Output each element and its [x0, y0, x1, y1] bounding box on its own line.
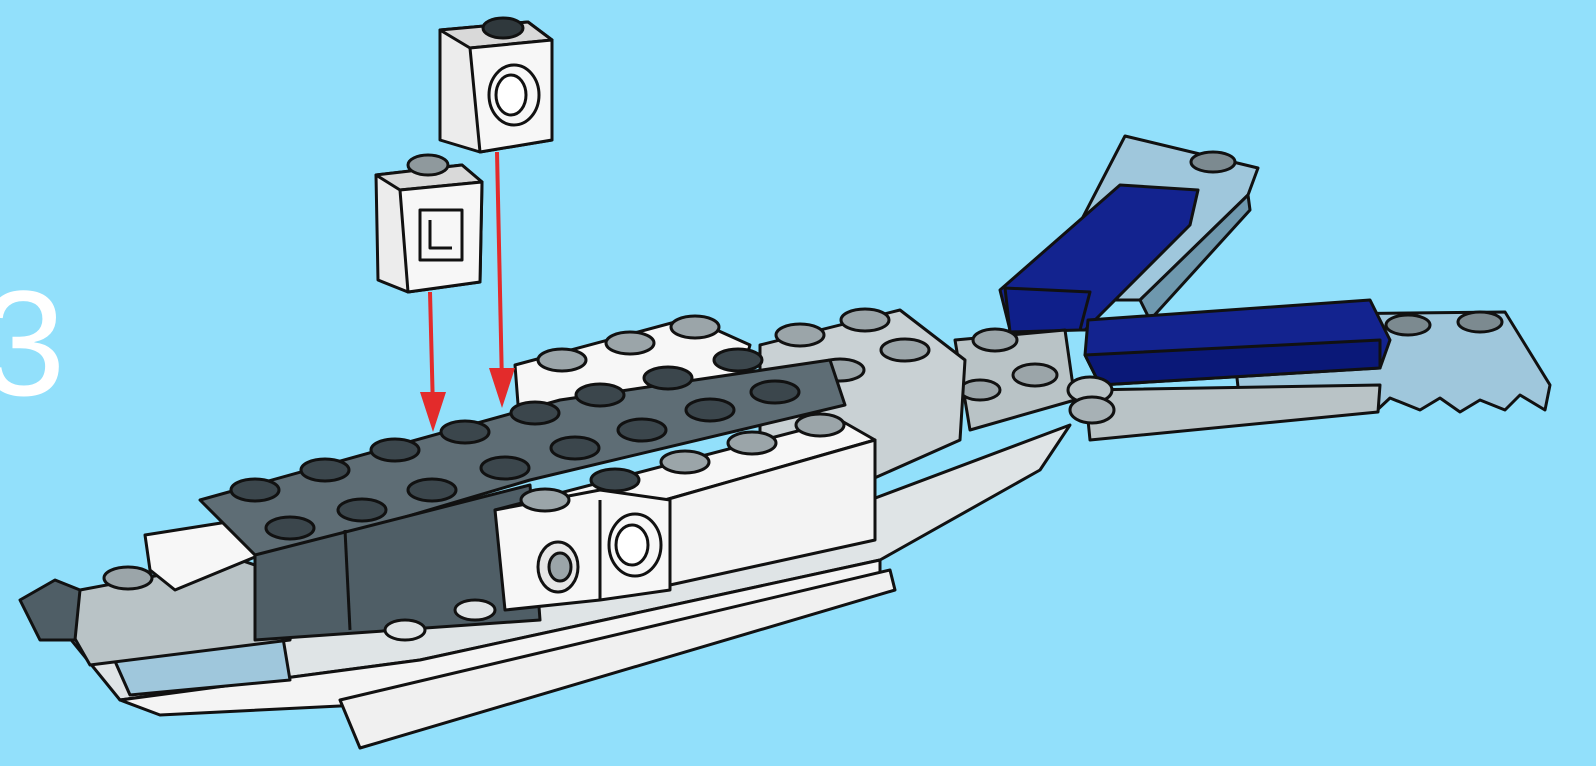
- placement-arrow-left: [420, 292, 446, 432]
- incoming-brick-with-hole: [440, 18, 552, 152]
- placement-arrow-right: [489, 152, 515, 408]
- tail-upper-fin: [1000, 136, 1258, 332]
- incoming-brick-with-clip: [376, 155, 482, 292]
- tail-lower-fin: [1085, 300, 1550, 440]
